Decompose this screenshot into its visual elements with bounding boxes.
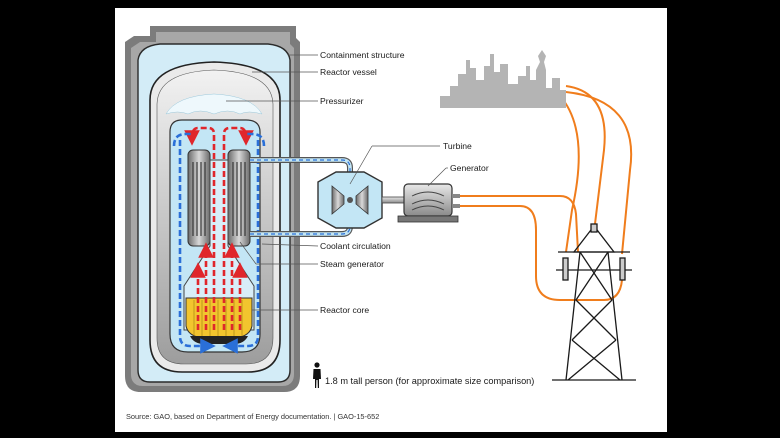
reactor-core [185, 297, 253, 344]
generator [381, 183, 460, 223]
label-generator: Generator [450, 163, 489, 173]
label-reactor-core: Reactor core [320, 305, 370, 315]
coolant-cold-flow [172, 132, 266, 354]
label-pressurizer: Pressurizer [320, 96, 364, 106]
city-skyline-icon [440, 50, 566, 108]
person-icon [313, 362, 321, 388]
person-caption: 1.8 m tall person (for approximate size … [325, 376, 535, 386]
coolant-hot-flow [184, 126, 254, 330]
label-reactor-vessel: Reactor vessel [320, 67, 377, 77]
source-note: Source: GAO, based on Department of Ener… [126, 412, 380, 421]
label-containment-structure: Containment structure [320, 50, 405, 60]
steam-generator [183, 149, 255, 331]
label-steam-generator: Steam generator [320, 259, 385, 269]
transmission-tower-icon [552, 223, 636, 381]
power-lines [460, 85, 633, 301]
leader-lines [226, 54, 448, 311]
turbine [317, 171, 383, 229]
label-turbine: Turbine [443, 141, 472, 151]
label-coolant-circulation: Coolant circulation [320, 241, 391, 251]
